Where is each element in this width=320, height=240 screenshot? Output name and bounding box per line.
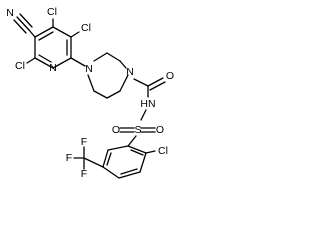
pyridine-double-1 [38, 31, 54, 41]
piperazine-bond-7 [119, 60, 127, 69]
atom-amide-nh: HN [140, 98, 155, 110]
piperazine-bond-5 [93, 90, 108, 99]
atom-sulfonyl-o-right: O [156, 124, 164, 136]
benzene-bond-4 [102, 166, 120, 179]
bond-nh-to-s [140, 109, 147, 121]
pyridine-bond-1 [34, 26, 54, 38]
piperazine-bond-6 [87, 74, 95, 92]
atom-sulfonyl-o-left: O [112, 124, 120, 136]
piperazine-bond-3 [119, 74, 129, 92]
pyridine-double-3 [38, 54, 52, 63]
atom-f-top: F [81, 136, 87, 148]
nitrile-triple-bond-2 [19, 13, 33, 28]
atom-f-bottom: F [81, 168, 87, 180]
atom-cl-aryl: Cl [158, 145, 168, 157]
benzene-bond-2 [139, 152, 147, 173]
bond-layer [13, 13, 166, 179]
piperazine-bond-4 [106, 90, 121, 99]
atom-piperazine-n-right: N [126, 66, 134, 78]
carbonyl-double-2 [149, 81, 166, 91]
bond-to-cl-top-right [70, 31, 80, 38]
atom-cl-top-left: Cl [47, 6, 57, 18]
bond-n-to-carbonyl [133, 78, 149, 87]
atom-label-layer: N Cl Cl Cl N N N O HN S O O Cl F F F [6, 6, 174, 180]
benzene-bond-5 [102, 149, 109, 168]
bond-ring-to-piperazine [70, 57, 86, 67]
atom-carbonyl-o: O [166, 70, 174, 82]
atom-pyridine-n: N [49, 62, 57, 74]
nitrile-triple-bond-3 [13, 19, 27, 34]
bond-to-cl-aryl [145, 150, 156, 154]
carbonyl-double-1 [147, 77, 164, 87]
atom-cl-left: Cl [15, 60, 25, 72]
atom-piperazine-n-left: N [85, 63, 93, 75]
benzene-bond-3 [118, 171, 141, 179]
pyridine-bond-4 [52, 57, 72, 69]
nitrile-triple-bond-1 [16, 16, 30, 31]
benzene-bond-1 [127, 145, 147, 154]
atom-cl-top-right: Cl [81, 22, 91, 34]
pyridine-bond-5 [34, 57, 54, 69]
chemical-structure-diagram: N Cl Cl Cl N N N O HN S O O Cl F F F [6, 6, 174, 180]
bond-cn-to-ring [28, 29, 36, 38]
bond-ring-to-cf3 [83, 157, 104, 168]
piperazine-bond-1 [93, 52, 108, 62]
atom-nitrile-n: N [6, 7, 14, 19]
bond-s-to-aryl [127, 135, 137, 147]
pyridine-bond-2 [52, 26, 72, 38]
benzene-double-2 [120, 168, 138, 175]
benzene-double-1 [130, 149, 144, 156]
atom-f-left: F [66, 152, 72, 164]
piperazine-bond-2 [106, 52, 121, 62]
benzene-bond-6 [107, 145, 129, 151]
bond-to-cl-left [26, 57, 36, 64]
atom-sulfur: S [134, 124, 141, 136]
benzene-double-3 [106, 152, 112, 166]
